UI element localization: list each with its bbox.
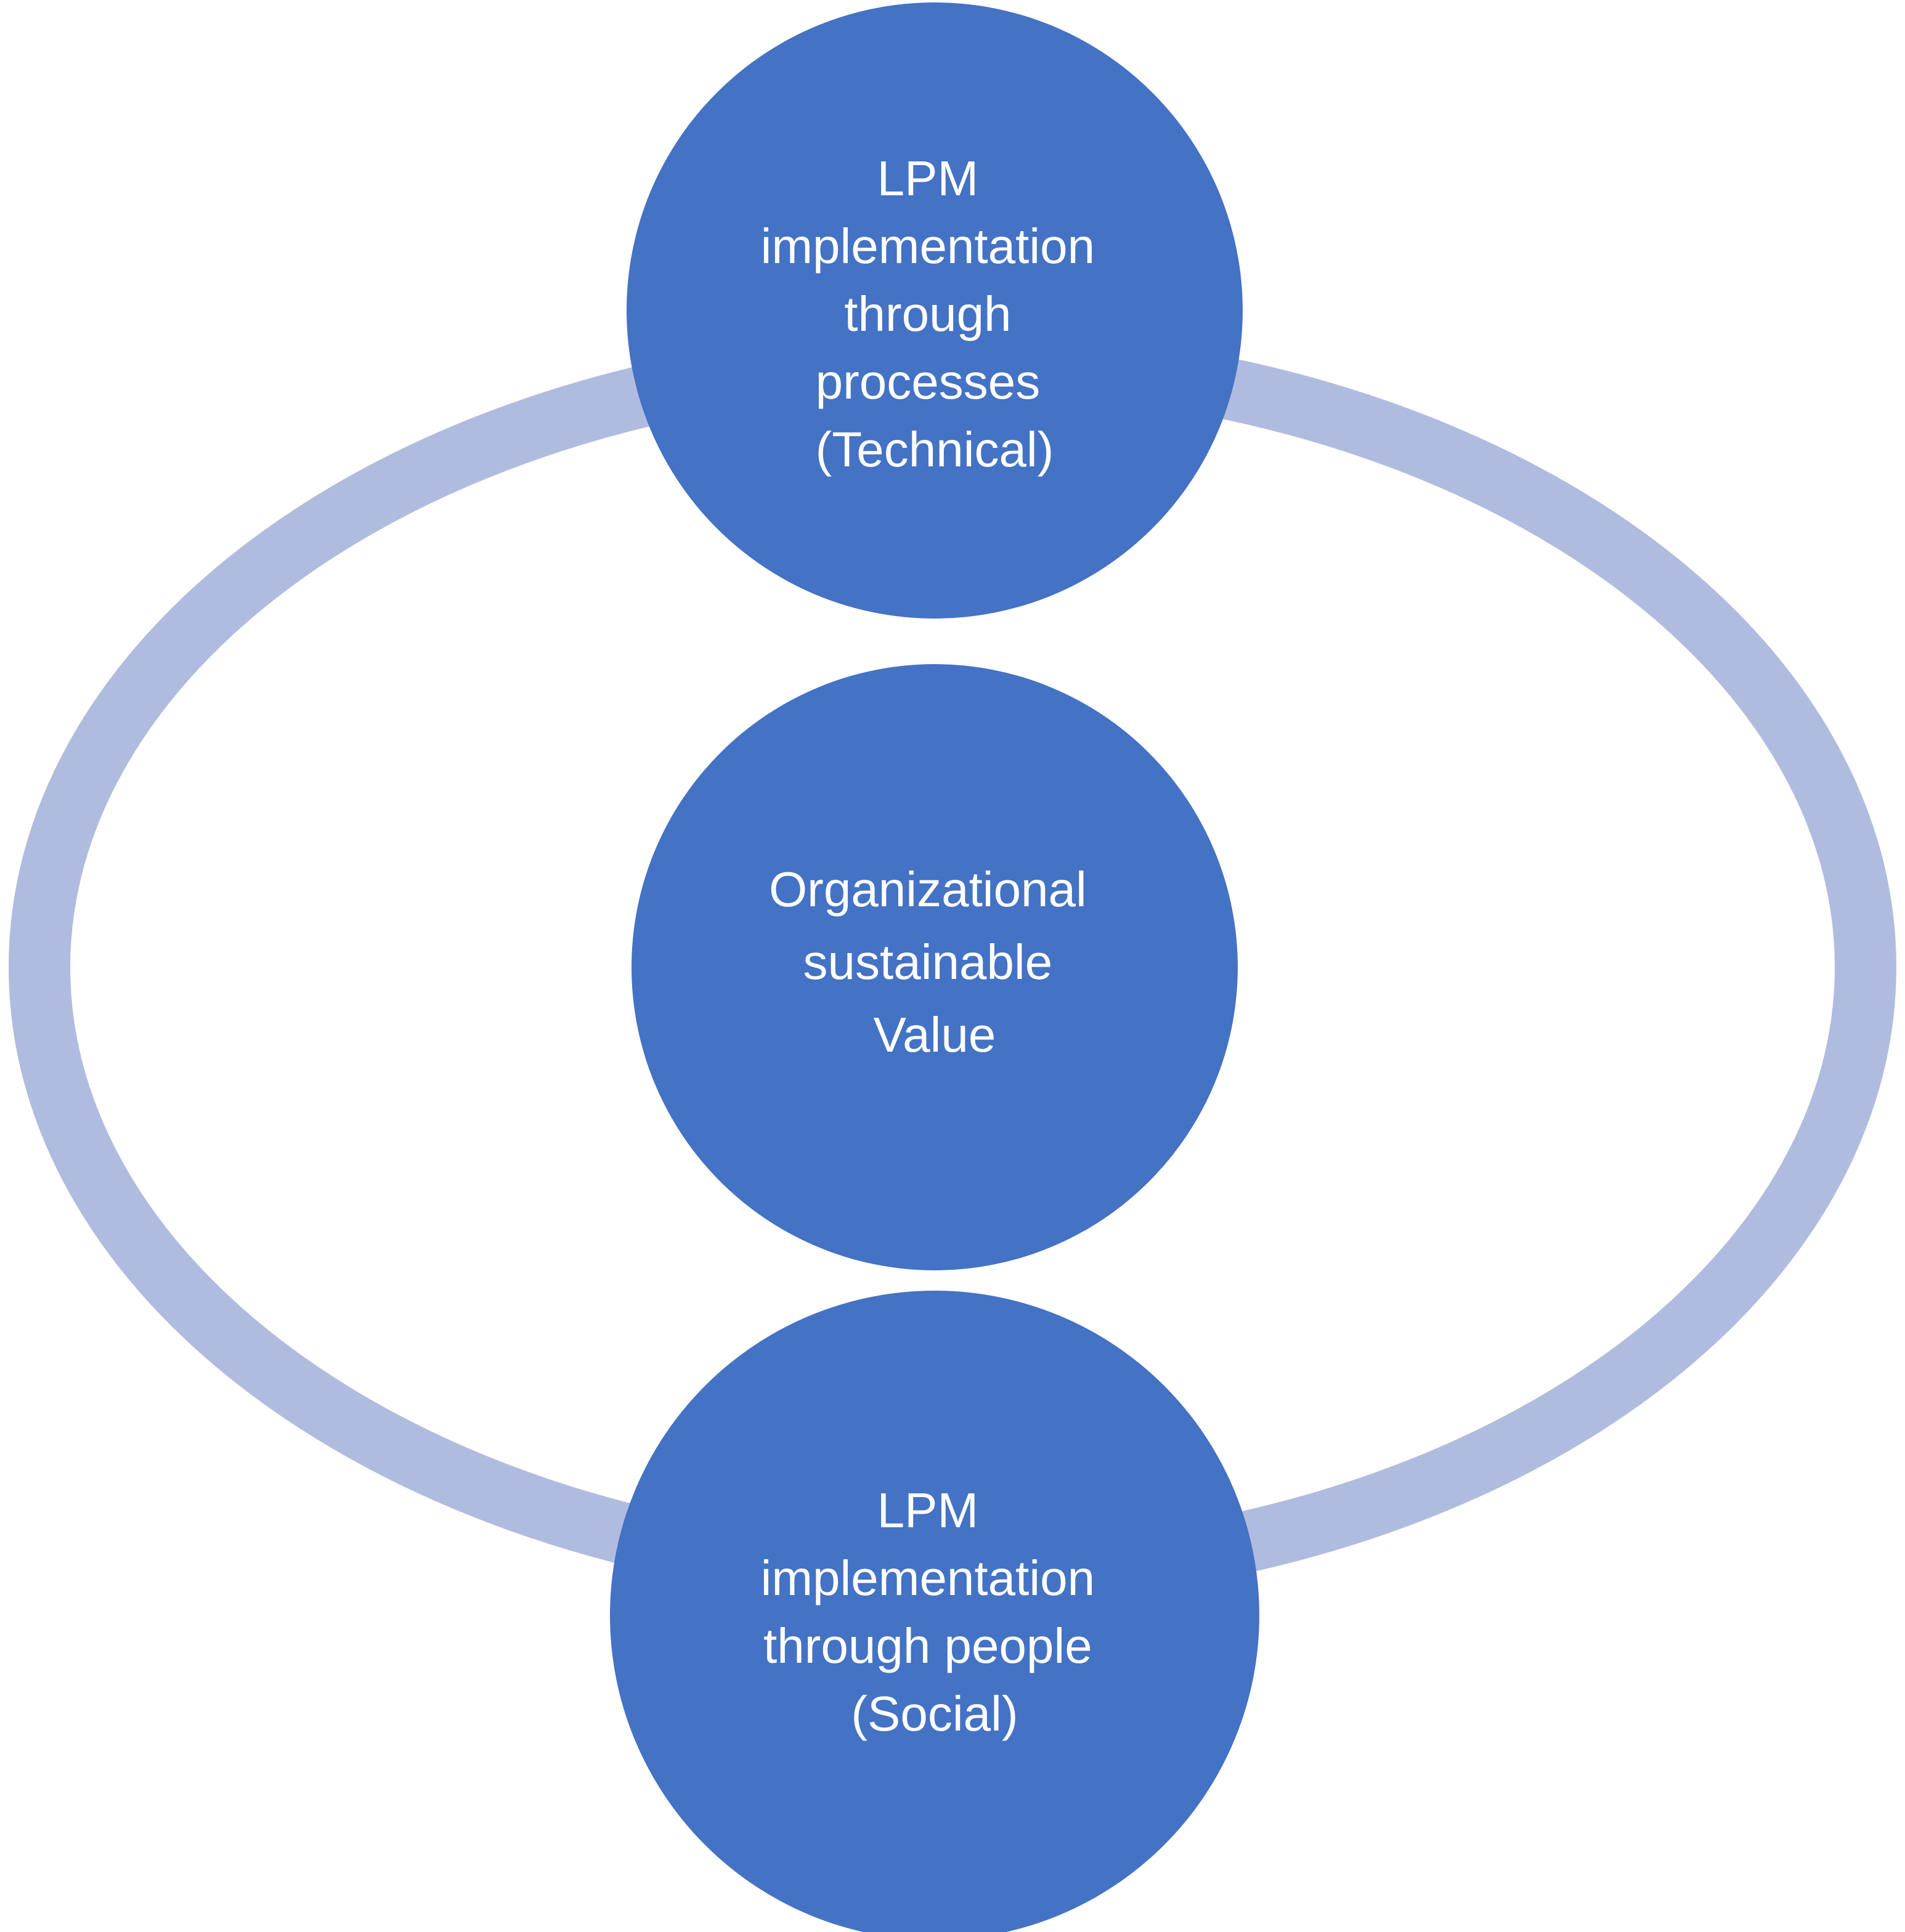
node-bottom-line: implementation [761,1551,1095,1605]
node-bottom-label: LPM implementation through people (Socia… [761,1483,1109,1741]
node-bottom-line: LPM [877,1483,979,1538]
node-top-circle [627,2,1243,619]
node-top-line: implementation [761,219,1095,274]
node-top-line: (Technical) [816,422,1054,477]
node-bottom-circle [610,1291,1259,1932]
node-center-label: Organizational sustainable Value [769,862,1100,1062]
node-center-circle [632,664,1238,1270]
node-top-line: processes [816,354,1041,409]
node-bottom-people: LPM implementation through people (Socia… [610,1291,1259,1932]
node-center-value: Organizational sustainable Value [632,664,1238,1270]
node-top-label: LPM implementation through processes (Te… [761,151,1109,477]
node-bottom-line: through people [763,1618,1092,1673]
node-top-process: LPM implementation through processes (Te… [627,2,1243,619]
node-center-line: Value [874,1007,996,1062]
node-center-line: Organizational [769,862,1087,917]
node-center-line: sustainable [803,935,1053,989]
node-top-line: through [844,286,1011,341]
node-top-line: LPM [877,151,979,206]
node-bottom-line: (Social) [851,1686,1018,1741]
